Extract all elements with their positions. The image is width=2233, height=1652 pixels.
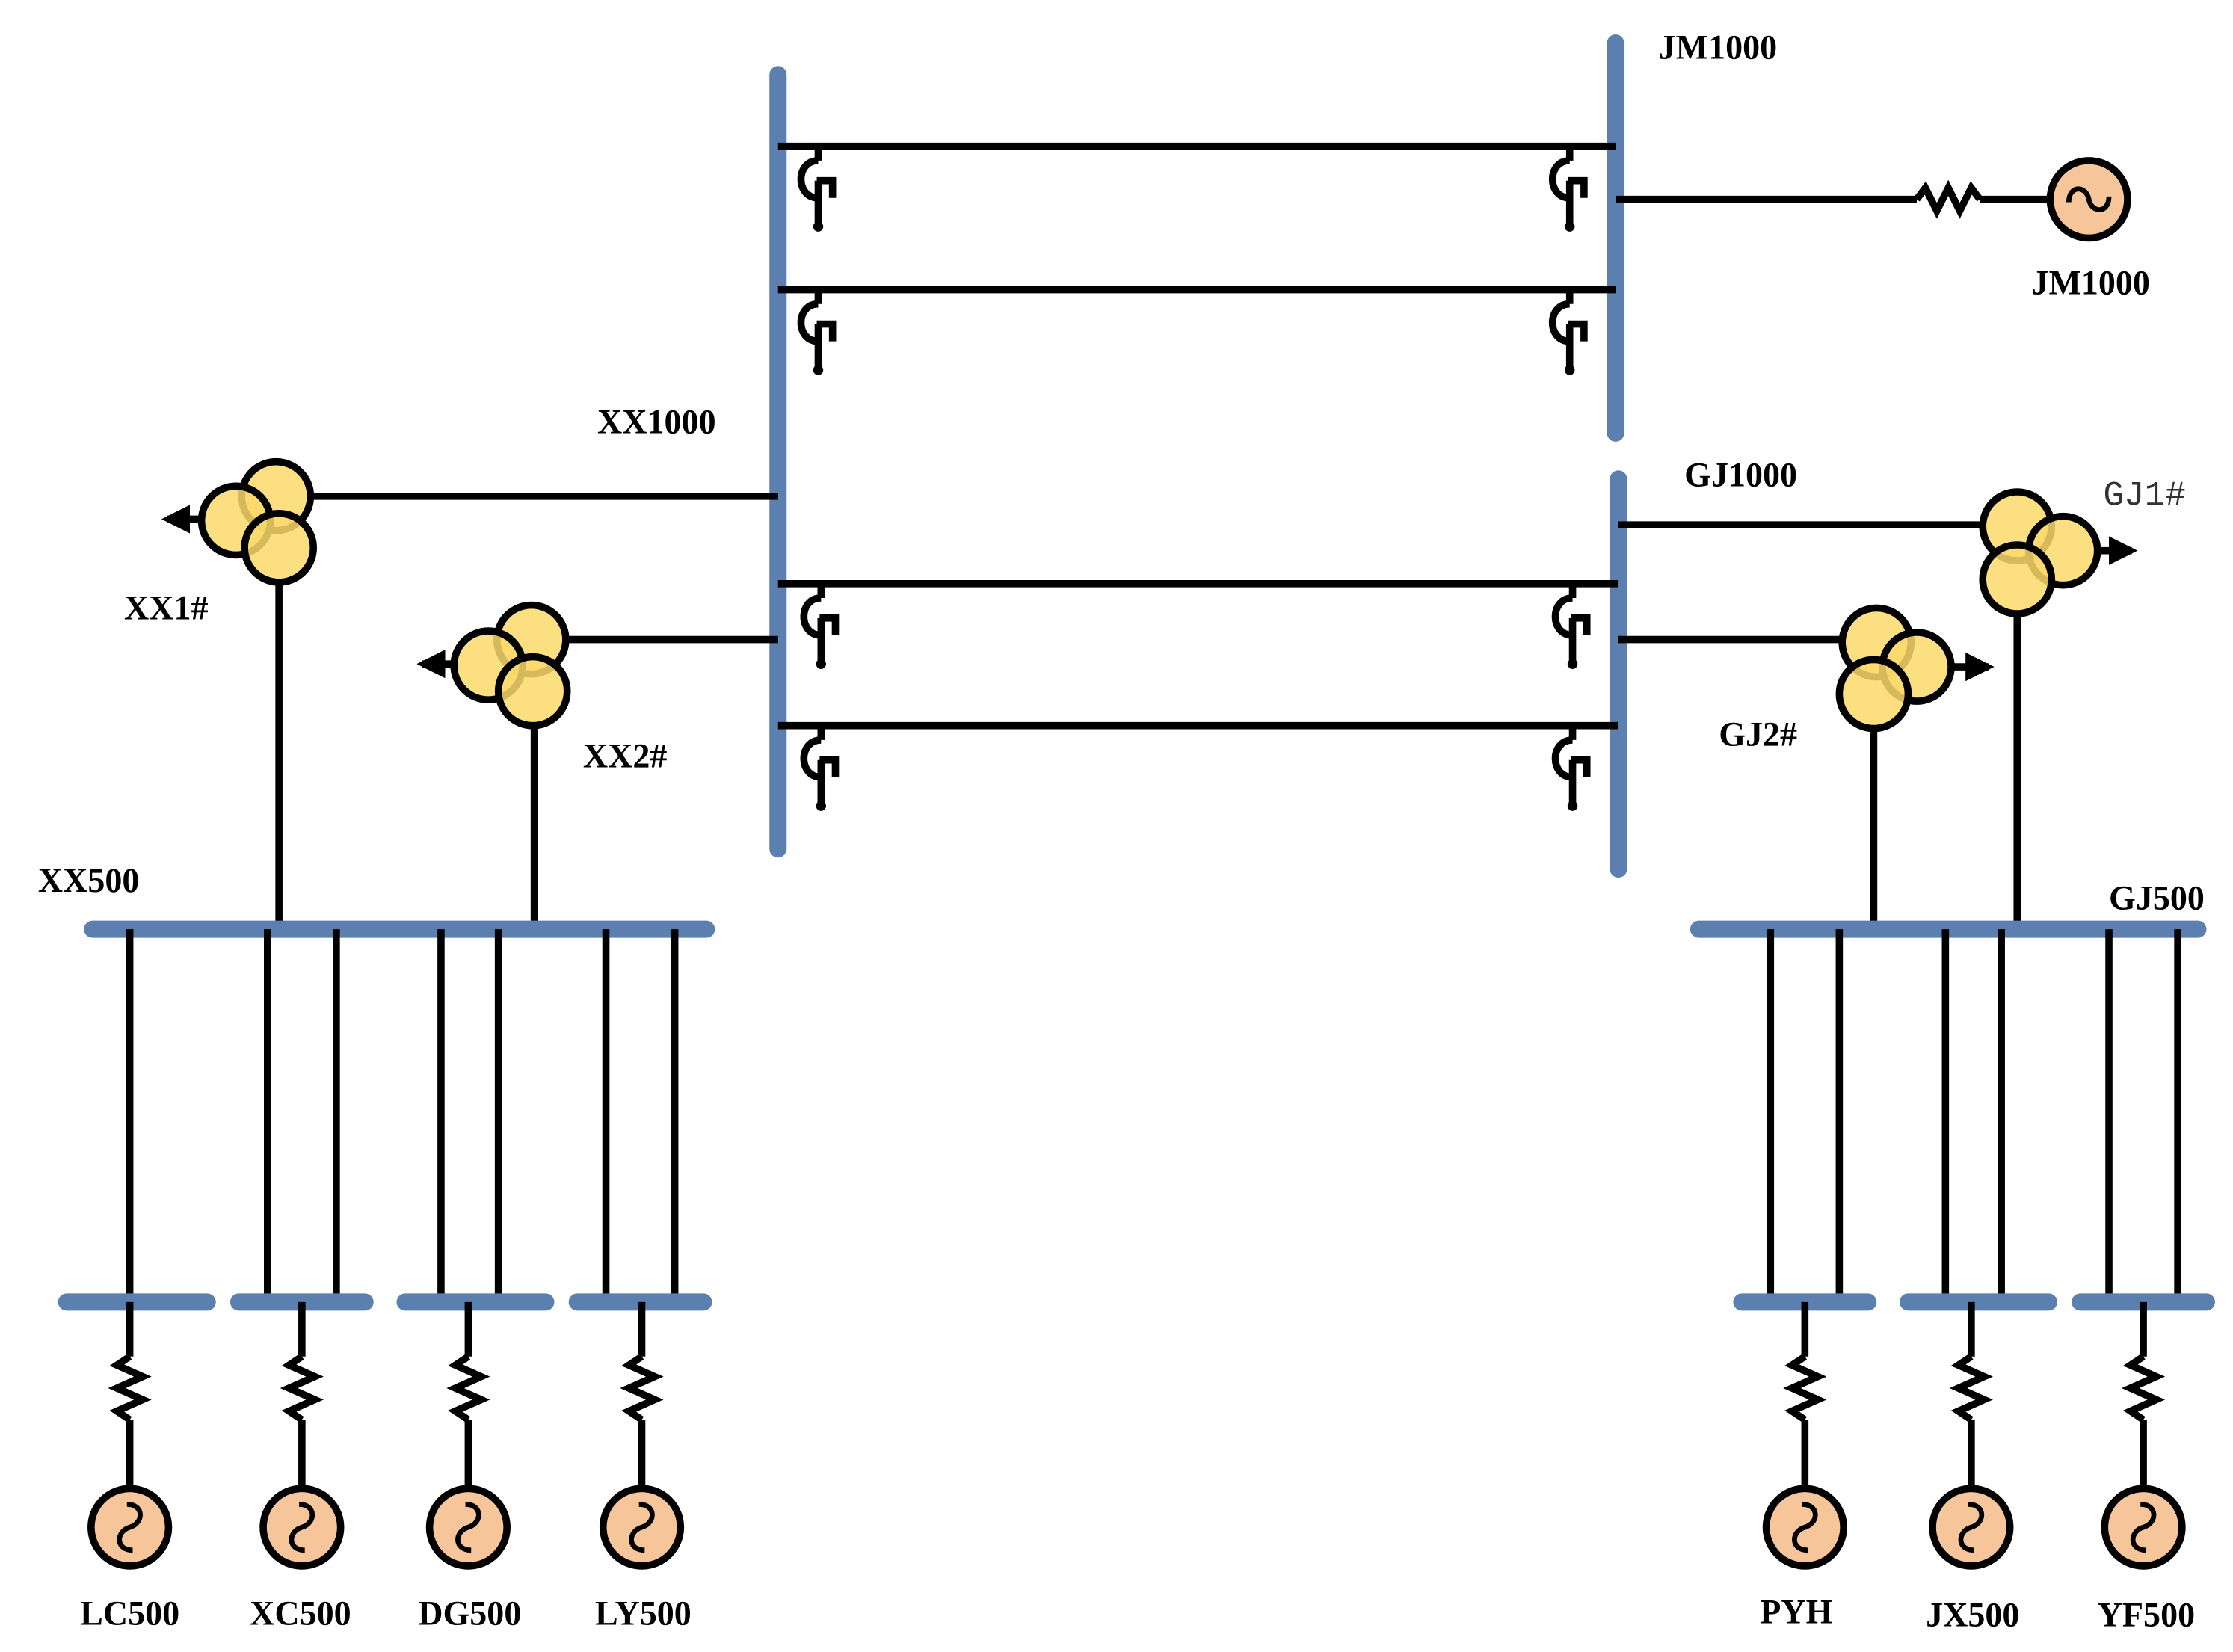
shunt-capacitor-icon — [801, 147, 832, 232]
label-bus-gj500: GJ500 — [2109, 878, 2205, 916]
feeder-lc500[interactable] — [58, 929, 216, 1566]
feeder-yf500[interactable] — [2072, 929, 2215, 1566]
generator-icon — [91, 1302, 169, 1566]
label-gen-pyh: PYH — [1760, 1593, 1832, 1631]
label-gen-dg500: DG500 — [418, 1594, 521, 1633]
shunt-capacitor-icon — [804, 584, 835, 669]
label-gen-lc500: LC500 — [80, 1594, 179, 1633]
transformer-icon — [197, 457, 317, 586]
line-xx-gj-2[interactable] — [777, 726, 1618, 811]
shunt-capacitor-icon — [1556, 726, 1587, 811]
label-gen-jm1000: JM1000 — [2031, 263, 2150, 301]
feeder-jx500[interactable] — [1899, 929, 2057, 1566]
feeder-pyh[interactable] — [1733, 929, 1877, 1566]
generator-icon — [1932, 1302, 2010, 1566]
feeder-ly500[interactable] — [568, 929, 712, 1566]
generator-jm1000[interactable] — [1616, 157, 2131, 242]
feeder-dg500[interactable] — [396, 929, 555, 1566]
generator-icon — [263, 1302, 341, 1566]
generator-icon — [2046, 157, 2131, 242]
label-bus-xx1000: XX1000 — [597, 402, 716, 440]
generator-icon — [2104, 1302, 2182, 1566]
label-transformer-gj1: GJ1# — [2103, 476, 2186, 515]
line-xx-jm-1[interactable] — [777, 147, 1616, 232]
shunt-capacitor-icon — [801, 290, 832, 375]
transformer-xx2[interactable] — [416, 601, 778, 930]
generator-icon — [603, 1302, 681, 1566]
transformer-gj2[interactable] — [1618, 604, 1995, 930]
generator-icon — [1767, 1302, 1844, 1566]
transformer-icon — [1979, 488, 2101, 617]
transformer-gj1[interactable] — [1618, 488, 2138, 930]
shunt-capacitor-icon — [804, 726, 835, 811]
feeder-xc500[interactable] — [230, 929, 374, 1566]
transformer-icon — [1835, 604, 1955, 733]
shunt-capacitor-icon — [1553, 290, 1584, 375]
label-transformer-gj2: GJ2# — [1719, 715, 1797, 753]
label-gen-xc500: XC500 — [250, 1594, 351, 1633]
label-gen-jx500: JX500 — [1926, 1595, 2019, 1633]
shunt-capacitor-icon — [1556, 584, 1587, 669]
line-xx-jm-2[interactable] — [777, 286, 1616, 375]
label-gen-ly500: LY500 — [595, 1594, 692, 1633]
label-bus-xx500: XX500 — [38, 861, 140, 899]
shunt-capacitor-icon — [1553, 147, 1584, 232]
label-bus-gj1000: GJ1000 — [1684, 455, 1797, 493]
line-xx-gj-1[interactable] — [777, 584, 1618, 669]
label-transformer-xx2: XX2# — [583, 736, 668, 774]
generator-icon — [430, 1302, 508, 1566]
resistor-icon — [1914, 179, 1983, 219]
label-transformer-xx1: XX1# — [124, 589, 209, 627]
transformer-icon — [450, 601, 571, 730]
label-gen-yf500: YF500 — [2098, 1595, 2195, 1633]
label-bus-jm1000: JM1000 — [1659, 28, 1778, 67]
transformer-xx1[interactable] — [161, 457, 778, 930]
